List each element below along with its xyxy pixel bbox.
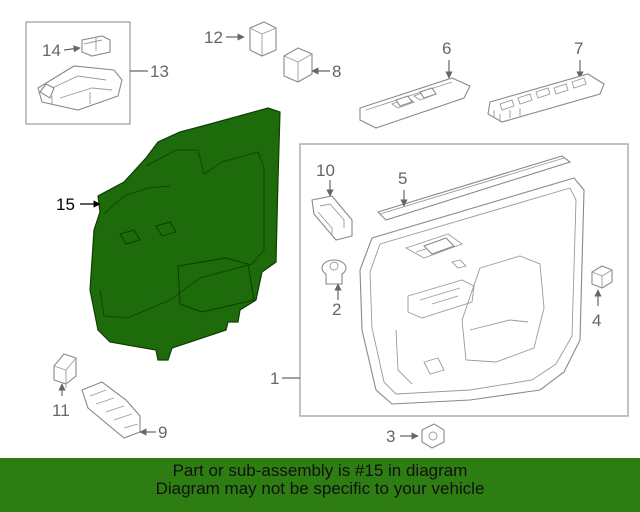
callout-10: 10 <box>316 161 335 180</box>
callout-1: 1 <box>270 369 279 388</box>
part-2-clip <box>321 259 347 285</box>
part-11-clip <box>53 353 77 388</box>
callout-8: 8 <box>332 62 341 81</box>
part-3-clip <box>421 423 445 449</box>
callout-13: 13 <box>150 62 169 81</box>
callout-12: 12 <box>204 28 223 47</box>
part-5-belt-moulding <box>376 155 572 221</box>
callout-3: 3 <box>386 427 395 446</box>
callout-6: 6 <box>442 39 451 58</box>
part-6-window-switch <box>359 77 471 129</box>
part-4-small-clip <box>591 265 613 289</box>
part-12-clip <box>249 21 277 57</box>
info-banner: Part or sub-assembly is #15 in diagram D… <box>0 458 640 512</box>
part-15-door-trim-panel <box>89 107 281 361</box>
callout-4: 4 <box>592 311 601 330</box>
callout-7: 7 <box>574 39 583 58</box>
part-13-switch-body <box>37 65 123 111</box>
banner-line-2: Diagram may not be specific to your vehi… <box>155 479 485 498</box>
part-7-master-switch <box>487 73 605 123</box>
callout-5: 5 <box>398 169 407 188</box>
switch-assembly-box <box>25 21 131 125</box>
part-14-knob <box>81 35 111 57</box>
callout-15: 15 <box>56 195 75 214</box>
part-8-clip <box>283 47 313 83</box>
callout-9: 9 <box>158 423 167 442</box>
part-9-switch <box>81 381 141 439</box>
part-1-door-trim <box>359 177 585 405</box>
callout-14: 14 <box>42 41 61 60</box>
callout-2: 2 <box>332 300 341 319</box>
callout-11: 11 <box>52 401 70 420</box>
banner-line-1: Part or sub-assembly is #15 in diagram <box>172 461 468 480</box>
door-trim-assembly-box <box>299 143 629 417</box>
